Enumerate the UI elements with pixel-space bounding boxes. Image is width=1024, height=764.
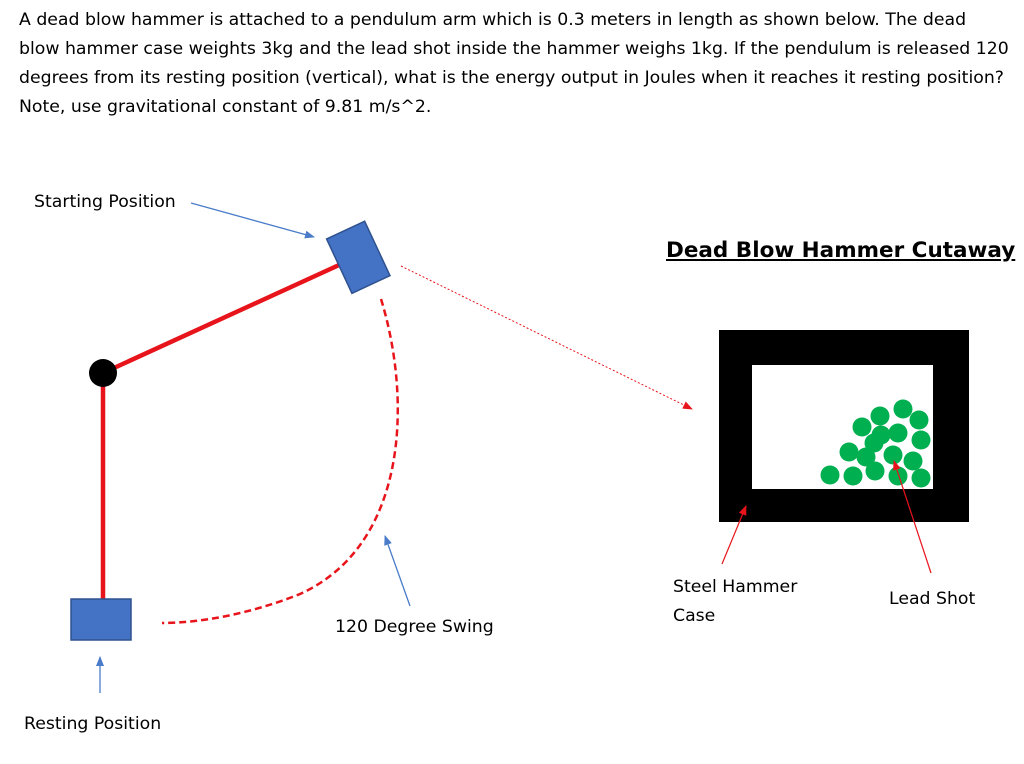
lead-shot-label: Lead Shot bbox=[889, 589, 976, 609]
lead-shot-pellet bbox=[888, 423, 908, 443]
lead-shot-pellet bbox=[871, 425, 891, 445]
lead-shot-pellet bbox=[856, 447, 876, 467]
lead-shot-pellet bbox=[893, 399, 913, 419]
lead-shot-pellet bbox=[865, 461, 885, 481]
lead-shot-pellet bbox=[911, 468, 931, 488]
question-text: A dead blow hammer is attached to a pend… bbox=[19, 10, 1009, 117]
cutaway-title: Dead Blow Hammer Cutaway bbox=[666, 238, 1016, 263]
lead-shot-pellet bbox=[843, 466, 863, 486]
swing-label: 120 Degree Swing bbox=[335, 617, 494, 637]
pivot bbox=[89, 359, 117, 387]
lead-shot-pellet bbox=[911, 430, 931, 450]
swing-arc bbox=[161, 298, 399, 625]
steel-case-label-line2: Case bbox=[673, 606, 716, 626]
starting-position-arrow bbox=[190, 202, 315, 239]
lead-shot-pellet bbox=[909, 410, 929, 430]
steel-case-label-line1: Steel Hammer bbox=[673, 577, 798, 597]
resting-hammer bbox=[70, 598, 132, 641]
lead-shot-pellet bbox=[852, 417, 872, 437]
starting-position-label: Starting Position bbox=[34, 192, 176, 212]
lead-shot-pointer-arrow bbox=[893, 460, 932, 574]
resting-position-label: Resting Position bbox=[24, 714, 162, 734]
lead-shot-pellet bbox=[839, 442, 859, 462]
lead-shot-pellet bbox=[903, 451, 923, 471]
lead-shot-pellet bbox=[870, 406, 890, 426]
lead-shot-pellet bbox=[888, 466, 908, 486]
case-pointer-arrow bbox=[721, 505, 747, 565]
starting-arm bbox=[102, 257, 351, 376]
lead-shot-pellet bbox=[883, 445, 903, 465]
starting-hammer bbox=[325, 220, 391, 295]
swing-arrow bbox=[384, 535, 411, 607]
cutaway-connector-arrow bbox=[400, 265, 693, 410]
lead-shot-cluster bbox=[820, 399, 931, 488]
hammer-cavity bbox=[752, 365, 933, 489]
lead-shot-pellet bbox=[820, 465, 840, 485]
